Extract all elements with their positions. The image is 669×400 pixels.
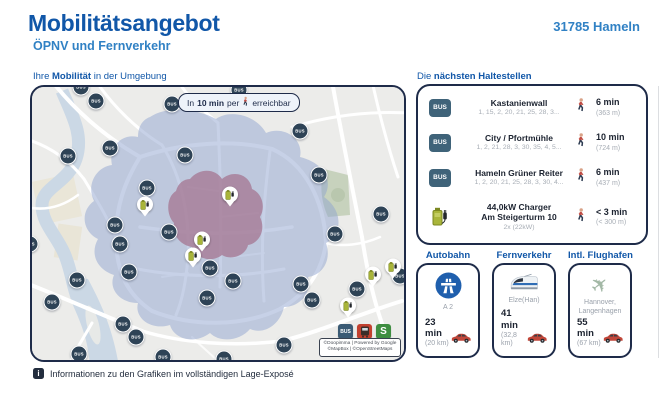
- car-icon: [526, 331, 548, 349]
- bus-stop-pin: BUS: [275, 336, 293, 354]
- flughafen-card: ✈ Hannover, Langenhagen 55 min(67 km): [568, 263, 632, 358]
- footer-info: i Informationen zu den Grafiken im volls…: [33, 368, 294, 379]
- ev-charger-icon: [418, 206, 462, 228]
- walking-person-icon: [576, 133, 596, 152]
- map-attribution: ©Doopimma | Powered by Google ©MapBox | …: [319, 337, 401, 357]
- bus-stop-pin: BUS: [372, 205, 390, 223]
- info-icon: i: [33, 368, 44, 379]
- ev-charger-pin: [385, 258, 401, 275]
- car-icon: [602, 331, 624, 349]
- ev-charger-pin: [365, 266, 381, 283]
- bus-stop-pin: BUS: [310, 166, 328, 184]
- card-title-autobahn: Autobahn: [425, 250, 471, 261]
- bus-stop-pin: BUS: [291, 122, 309, 140]
- map-legend: BUS S: [338, 324, 391, 339]
- bus-badge-icon: BUS: [429, 168, 451, 187]
- location-label: 31785 Hameln: [553, 19, 640, 34]
- page-edge-divider: [658, 86, 659, 358]
- train-icon: [509, 271, 539, 294]
- walking-person-icon: [576, 168, 596, 187]
- bus-stop-pin: BUS: [215, 350, 233, 360]
- ev-charger-pin: [185, 247, 201, 264]
- isochrone-inner: [168, 170, 263, 260]
- bus-stop-pin: BUS: [138, 179, 156, 197]
- bus-stop-pin: BUS: [70, 345, 88, 360]
- bus-stop-pin: BUS: [32, 235, 39, 253]
- legend-bus-icon: BUS: [338, 324, 353, 339]
- plane-icon: ✈: [585, 269, 615, 300]
- bus-stop-pin: BUS: [176, 146, 194, 164]
- walking-person-icon: [242, 96, 249, 109]
- bus-stop-pin: BUS: [120, 263, 138, 281]
- bus-badge-icon: BUS: [429, 133, 451, 152]
- bus-stop-pin: BUS: [201, 259, 219, 277]
- legend-tram-icon: [357, 324, 372, 339]
- bus-stop-pin: BUS: [68, 271, 86, 289]
- bus-stop-pin: BUS: [43, 293, 61, 311]
- card-title-fernverkehr: Fernverkehr: [496, 250, 552, 261]
- fernverkehr-card: Elze(Han) 41 min(32,8 km): [492, 263, 556, 358]
- stops-section-label: Die nächsten Haltestellen: [417, 71, 532, 82]
- map-section-label: Ihre Mobilität in der Umgebung: [33, 71, 167, 82]
- bus-stop-pin: BUS: [59, 147, 77, 165]
- bus-stop-pin: BUS: [127, 328, 145, 346]
- bus-stop-pin: BUS: [348, 280, 366, 298]
- bus-stop-pin: BUS: [160, 223, 178, 241]
- ev-charger-pin: [137, 196, 153, 213]
- bus-stop-pin: BUS: [72, 87, 90, 96]
- stop-row-city-pfortmuehle: BUS City / Pfortmühle 1, 2, 21, 28, 3, 3…: [418, 125, 646, 160]
- bus-stop-pin: BUS: [101, 139, 119, 157]
- stop-row-charger: 44,0kW Charger Am Steigerturm 10 2x (22k…: [418, 195, 646, 239]
- motorway-icon: [435, 271, 462, 299]
- bus-stop-pin: BUS: [224, 272, 242, 290]
- bus-stop-pin: BUS: [292, 275, 310, 293]
- bus-stop-pin: BUS: [198, 289, 216, 307]
- legend-sbahn-icon: S: [376, 324, 391, 339]
- map-base-graphics: [32, 87, 404, 360]
- ev-charger-pin: [222, 186, 238, 203]
- bus-stop-pin: BUS: [114, 315, 132, 333]
- page-subtitle: ÖPNV und Fernverkehr: [33, 39, 171, 53]
- bus-badge-icon: BUS: [429, 98, 451, 117]
- card-title-flughafen: Intl. Flughafen: [568, 250, 633, 261]
- bus-stop-pin: BUS: [87, 92, 105, 110]
- walking-person-icon: [576, 98, 596, 117]
- page-title: Mobilitätsangebot: [28, 10, 220, 36]
- walking-time-pill: In 10 min per erreichbar: [178, 93, 300, 112]
- bus-stop-pin: BUS: [111, 235, 129, 253]
- ev-charger-pin: [340, 297, 356, 314]
- autobahn-card: A 2 23 min(20 km): [416, 263, 480, 358]
- stop-row-kastanienwall: BUS Kastanienwall 1, 15, 2, 20, 21, 25, …: [418, 90, 646, 125]
- bus-stop-pin: BUS: [106, 216, 124, 234]
- bus-stop-pin: BUS: [154, 348, 172, 360]
- ev-charger-pin: [194, 231, 210, 248]
- stop-row-gruener-reiter: BUS Hameln Grüner Reiter 1, 2, 20, 21, 2…: [418, 160, 646, 195]
- car-icon: [450, 331, 472, 349]
- bus-stop-pin: BUS: [303, 291, 321, 309]
- bus-stop-pin: BUS: [326, 225, 344, 243]
- nearest-stops-panel: BUS Kastanienwall 1, 15, 2, 20, 21, 25, …: [416, 84, 648, 245]
- walking-person-icon: [576, 207, 596, 227]
